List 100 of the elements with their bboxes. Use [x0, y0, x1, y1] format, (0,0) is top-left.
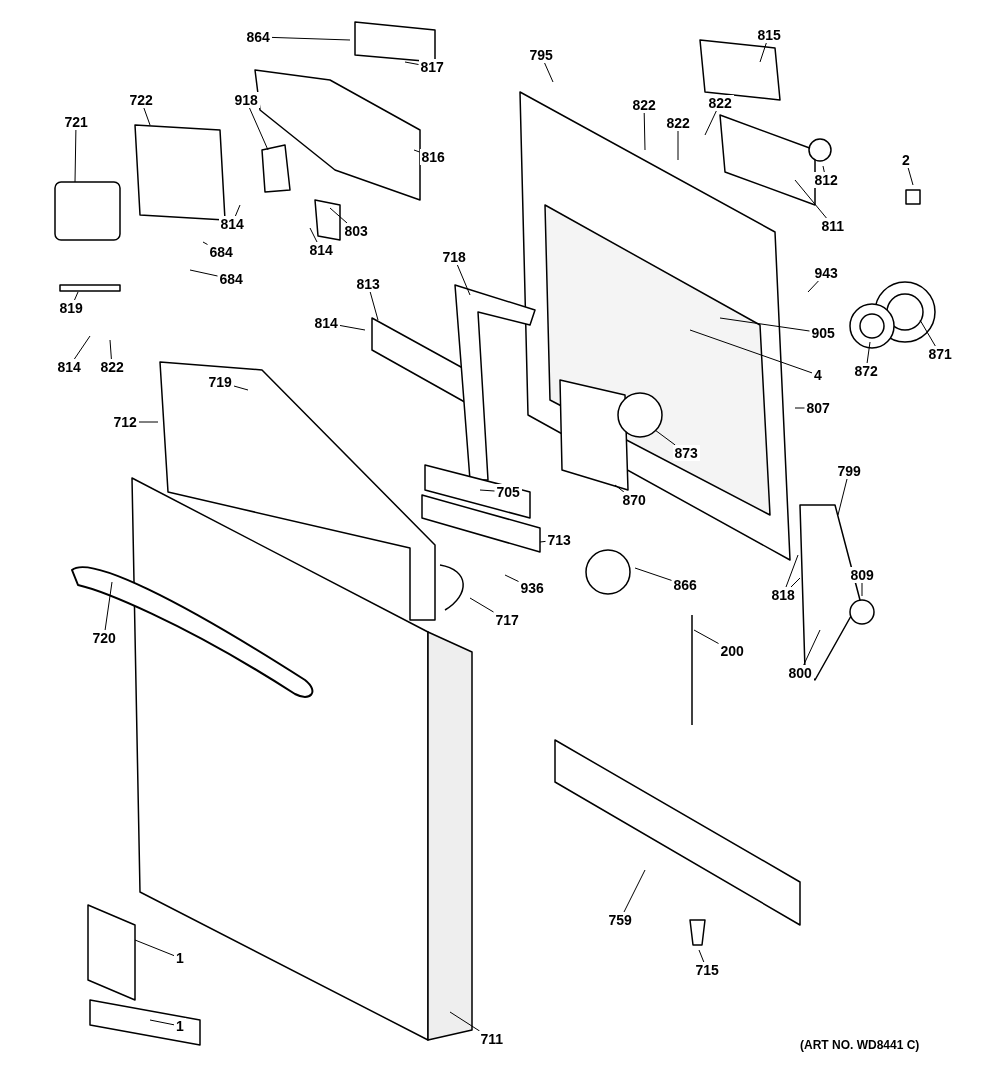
- leader-line: [202, 241, 208, 245]
- callout-number: 822: [706, 95, 734, 111]
- leader-line: [785, 554, 799, 588]
- leader-line: [109, 339, 112, 360]
- leader-line: [149, 1019, 175, 1026]
- leader-line: [233, 385, 249, 391]
- leader-line: [719, 317, 810, 332]
- leader-line: [794, 179, 827, 219]
- leader-line: [504, 574, 519, 582]
- leader-line: [249, 107, 269, 151]
- callout-number: 720: [90, 630, 118, 646]
- leader-line: [822, 165, 825, 173]
- art-number-note: (ART NO. WD8441 C): [800, 1038, 920, 1052]
- callout-number: 864: [244, 29, 272, 45]
- callout-number: 722: [127, 92, 155, 108]
- leader-line: [861, 582, 863, 597]
- callout-number: 1: [174, 1018, 186, 1034]
- callout-number: 815: [755, 27, 783, 43]
- leader-line: [143, 107, 151, 126]
- leader-line: [74, 129, 77, 183]
- leader-line: [693, 629, 719, 644]
- callout-number: 814: [55, 359, 83, 375]
- leader-line: [329, 207, 348, 224]
- leader-line: [907, 167, 914, 186]
- callout-number: 817: [418, 59, 446, 75]
- leader-line: [339, 324, 366, 331]
- leader-line: [469, 597, 494, 613]
- callout-number: 718: [440, 249, 468, 265]
- callout-number: 866: [671, 577, 699, 593]
- leader-line: [704, 110, 717, 136]
- leader-line: [456, 264, 471, 296]
- leader-line: [794, 407, 805, 409]
- callout-number: 936: [518, 580, 546, 596]
- leader-line: [759, 42, 767, 63]
- leader-line: [74, 291, 79, 301]
- callout-number: 711: [478, 1031, 506, 1047]
- leader-line: [134, 939, 175, 957]
- leader-line: [404, 61, 419, 65]
- leader-line: [689, 329, 813, 374]
- callout-number: 803: [342, 223, 370, 239]
- callout-number: 819: [57, 300, 85, 316]
- leader-line: [807, 280, 819, 293]
- callout-number: 712: [111, 414, 139, 430]
- callout-number: 759: [606, 912, 634, 928]
- leader-line: [271, 36, 351, 41]
- callout-number: 814: [218, 216, 246, 232]
- callout-number: 905: [809, 325, 837, 341]
- leader-line: [919, 319, 936, 347]
- callout-number: 814: [312, 315, 340, 331]
- callout-number: 684: [217, 271, 245, 287]
- leader-line: [104, 581, 113, 631]
- callout-number: 816: [419, 149, 447, 165]
- callout-number: 814: [307, 242, 335, 258]
- callout-number: 807: [804, 400, 832, 416]
- leader-line: [677, 130, 679, 161]
- callout-number: 713: [545, 532, 573, 548]
- callout-number: 799: [835, 463, 863, 479]
- callout-number: 717: [493, 612, 521, 628]
- leader-line: [698, 949, 705, 963]
- callout-number: 715: [693, 962, 721, 978]
- leader-line: [623, 869, 646, 913]
- callout-number: 2: [900, 152, 912, 168]
- callout-number: 822: [98, 359, 126, 375]
- callout-number: 870: [620, 492, 648, 508]
- leader-line: [654, 429, 676, 446]
- callout-number: 873: [672, 445, 700, 461]
- callout-number: 809: [848, 567, 876, 583]
- leader-line: [413, 149, 420, 153]
- leader-line: [544, 62, 554, 83]
- leader-line: [634, 567, 672, 581]
- leader-line: [234, 204, 241, 217]
- callout-number: 818: [769, 587, 797, 603]
- callout-number: 705: [494, 484, 522, 500]
- leader-line: [73, 335, 91, 360]
- callout-number: 721: [62, 114, 90, 130]
- callout-number: 943: [812, 265, 840, 281]
- callout-number: 719: [206, 374, 234, 390]
- leader-line: [479, 489, 495, 492]
- callout-number: 800: [786, 665, 814, 681]
- leader-line: [189, 269, 218, 277]
- callout-number: 811: [819, 218, 847, 234]
- callout-number: 822: [630, 97, 658, 113]
- leader-line: [539, 540, 546, 543]
- leader-line: [803, 629, 821, 666]
- callout-number: 918: [232, 92, 260, 108]
- callout-number: 822: [664, 115, 692, 131]
- callout-number: 871: [926, 346, 954, 362]
- callout-number: 1: [174, 950, 186, 966]
- callout-number: 4: [812, 367, 824, 383]
- callout-number: 795: [527, 47, 555, 63]
- callout-number: 812: [812, 172, 840, 188]
- callout-number: 872: [852, 363, 880, 379]
- callout-number: 684: [207, 244, 235, 260]
- leader-line: [614, 484, 625, 493]
- callout-number: 200: [718, 643, 746, 659]
- callout-number: 813: [354, 276, 382, 292]
- leader-line: [138, 421, 159, 423]
- leader-line: [369, 291, 379, 321]
- leader-line: [837, 478, 848, 516]
- leader-line: [866, 341, 871, 364]
